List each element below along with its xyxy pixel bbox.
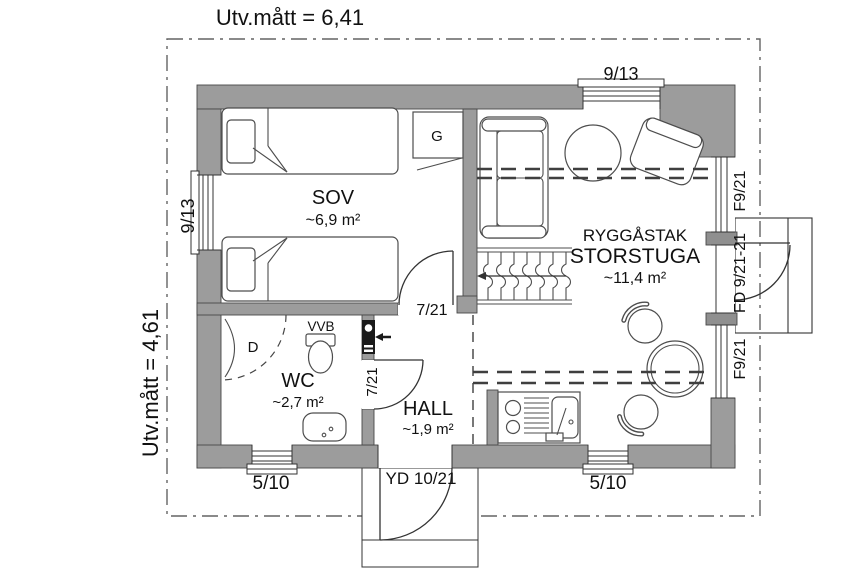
entrance-door-label: YD 10/21 xyxy=(386,469,457,488)
faucet-base xyxy=(545,432,564,442)
wash-basin xyxy=(302,412,347,442)
hall-area-label: ~1,9 m² xyxy=(402,421,453,438)
toilet xyxy=(305,333,336,374)
window-bottom-right-label: 5/10 xyxy=(590,473,627,494)
sov-room-label: SOV xyxy=(312,187,355,209)
window-right-lower-f9-21 xyxy=(711,324,735,399)
shower-label: D xyxy=(248,339,259,356)
closet-label: G xyxy=(431,128,443,145)
stove-burner xyxy=(504,399,522,417)
wc-door xyxy=(362,359,424,410)
loft-stairs xyxy=(477,247,572,305)
window-bottom-left-label: 5/10 xyxy=(253,473,290,494)
closet-g xyxy=(412,111,464,171)
kitchen-unit xyxy=(497,391,581,444)
window-left-9-13 xyxy=(190,170,221,255)
window-top-label: 9/13 xyxy=(603,64,638,84)
wc-door-label: 7/21 xyxy=(364,367,381,396)
window-right-upper-label: F9/21 xyxy=(732,170,749,211)
outer-width-label: Utv.mått = 6,41 xyxy=(216,5,364,30)
stair-arrow-head xyxy=(477,272,486,280)
sov-area-label: ~6,9 m² xyxy=(306,212,361,229)
terrace-door-label: FD 9/21-21 xyxy=(732,233,749,313)
window-left-label: 9/13 xyxy=(178,198,198,233)
ridge-lines xyxy=(472,167,711,445)
bed-1 xyxy=(221,107,399,175)
stove-burner xyxy=(505,419,521,435)
arrow-head xyxy=(375,333,383,341)
electrical-cabinet xyxy=(362,320,391,354)
drainboard xyxy=(524,397,549,434)
dining-chair-bottom xyxy=(617,394,659,437)
terrace-door-fd xyxy=(711,242,791,314)
window-bottom-left-5-10 xyxy=(246,445,298,475)
kitchen-sink xyxy=(551,396,579,439)
storstuga-area-label: ~11,4 m² xyxy=(604,270,667,287)
bed-2 xyxy=(221,236,399,302)
coffee-table xyxy=(564,124,622,182)
hall-room-label: HALL xyxy=(403,398,453,420)
window-right-lower-label: F9/21 xyxy=(732,338,749,379)
exterior-walls xyxy=(196,84,738,469)
wc-area-label: ~2,7 m² xyxy=(272,394,323,411)
storstuga-ceiling-label: RYGGÅSTAK xyxy=(583,226,688,245)
water-heater-label: VVB xyxy=(307,319,334,334)
porch-step xyxy=(361,539,479,568)
window-top-9-13 xyxy=(577,78,665,109)
window-right-upper-f9-21 xyxy=(711,156,735,233)
storstuga-room-label: STORSTUGA xyxy=(570,245,700,268)
sov-door xyxy=(398,250,455,315)
dining-chair-top xyxy=(621,301,663,344)
drain xyxy=(568,419,574,425)
shower xyxy=(220,314,287,381)
outer-height-label: Utv.mått = 4,61 xyxy=(138,309,163,457)
entrance-door xyxy=(377,445,453,541)
sov-door-label: 7/21 xyxy=(416,302,447,319)
dining-table xyxy=(646,340,704,398)
wc-room-label: WC xyxy=(281,370,314,392)
pillow xyxy=(226,247,256,292)
window-bottom-right-5-10 xyxy=(582,445,634,475)
faucet xyxy=(556,407,567,436)
pillow xyxy=(226,119,256,164)
